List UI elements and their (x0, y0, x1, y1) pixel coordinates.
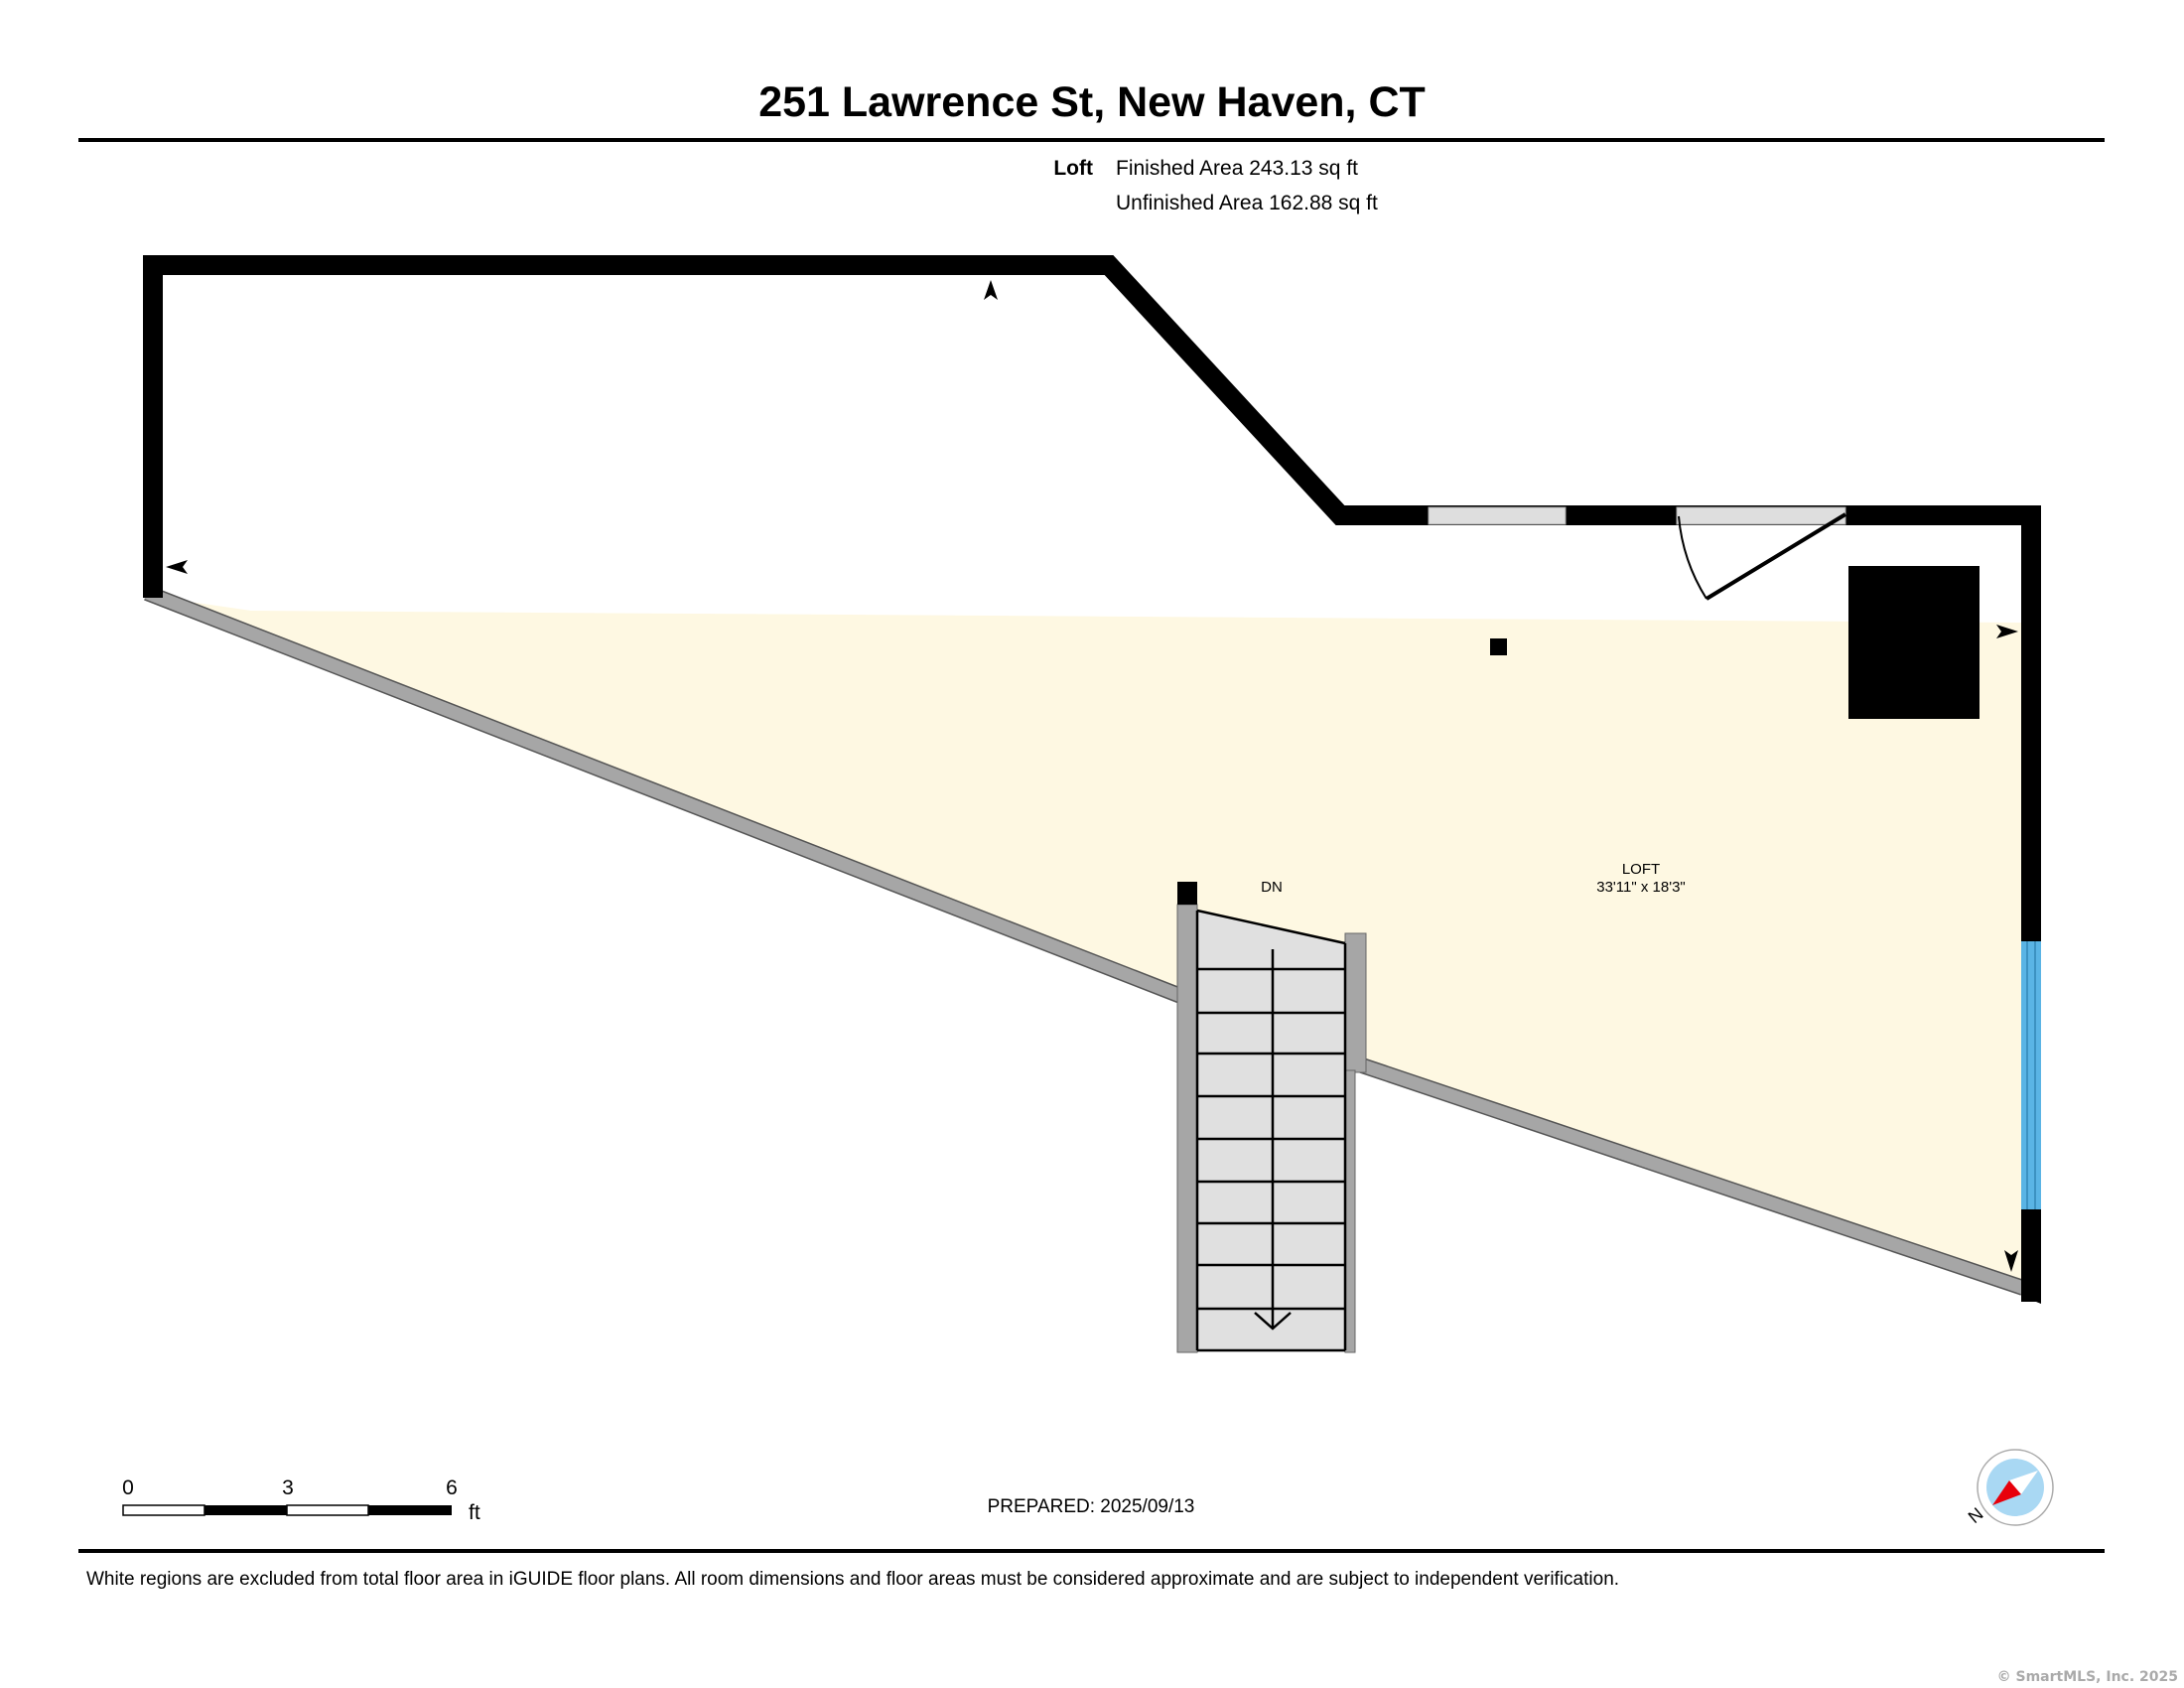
stair-label: DN (1261, 879, 1283, 896)
prepared-date: PREPARED: 2025/09/13 (988, 1496, 1195, 1517)
footer-divider (78, 1549, 2105, 1553)
page-title: 251 Lawrence St, New Haven, CT (758, 78, 1426, 126)
room-name: LOFT (1622, 861, 1660, 878)
glass-window (2021, 941, 2041, 1209)
stair-post (1177, 882, 1197, 905)
door-swing-icon (1678, 512, 1847, 601)
marker-arrow-up-icon (984, 280, 998, 300)
window (1428, 506, 1567, 525)
stair-treads (1195, 911, 1347, 1352)
column-post (1490, 638, 1507, 655)
unfinished-area: Unfinished Area 162.88 sq ft (1116, 192, 1378, 214)
finished-area: Finished Area 243.13 sq ft (1116, 157, 1358, 180)
copyright: © SmartMLS, Inc. 2025 (1997, 1669, 2178, 1685)
interior-walls (144, 585, 2026, 1296)
room-dimensions: 33'11" x 18'3" (1596, 879, 1686, 896)
marker-arrow-right-icon (1996, 625, 2018, 638)
scale-unit: ft (469, 1501, 480, 1524)
staircase (1176, 882, 1367, 1353)
floor-label: Loft (1053, 157, 1093, 180)
fixture-block (1848, 566, 1979, 719)
door-opening (1676, 506, 1846, 525)
scale-label-0: 0 (122, 1477, 134, 1499)
header-divider (78, 138, 2105, 142)
marker-arrow-down-icon (2004, 1250, 2018, 1272)
scale-label-3: 3 (282, 1477, 294, 1499)
disclaimer: White regions are excluded from total fl… (86, 1569, 1619, 1590)
scale-label-6: 6 (446, 1477, 458, 1499)
exterior-walls (143, 255, 2041, 1302)
finished-area-fill (149, 596, 2021, 1281)
scale-bar: 0 3 6 ft (122, 1477, 480, 1524)
stair-direction-arrow-icon (1254, 949, 1292, 1331)
marker-arrow-left-icon (166, 560, 188, 574)
compass-icon: N (1965, 1449, 2054, 1527)
